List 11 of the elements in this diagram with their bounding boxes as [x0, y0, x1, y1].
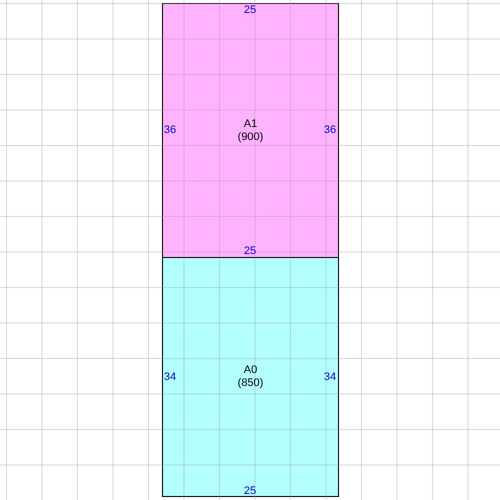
area-label: A0 (850)	[236, 364, 264, 390]
area-rectangle	[162, 257, 339, 497]
dimension-label: 36	[324, 124, 336, 136]
dimension-label: 25	[244, 245, 256, 257]
dimension-label: 36	[164, 124, 176, 136]
dimension-label: 25	[244, 485, 256, 497]
dimension-label: 34	[164, 371, 176, 383]
dimension-label: 34	[324, 371, 336, 383]
area-label: A1 (900)	[236, 118, 264, 144]
area-rectangle	[162, 3, 339, 258]
dimension-label: 25	[244, 4, 256, 16]
